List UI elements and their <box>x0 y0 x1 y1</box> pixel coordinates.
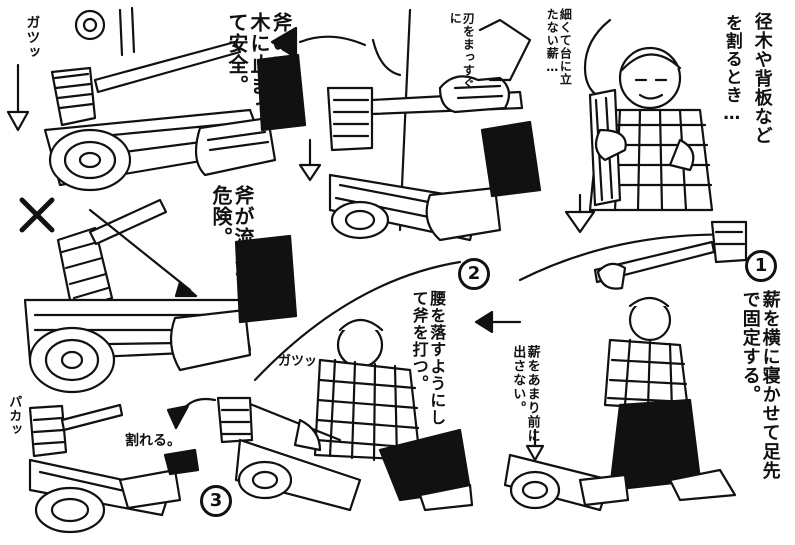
step2-caption: 腰を落すようにして斧を打つ。 <box>409 290 447 426</box>
correct-caption: 斧の刃が台木に止まって安全。 <box>225 12 293 117</box>
wrong-panel-art <box>19 197 298 394</box>
step1-number: 1 <box>745 250 777 282</box>
step3-sfx: パカッ <box>6 395 22 437</box>
intro-sub-text: を割るとき… <box>721 14 742 125</box>
step1-caption: 薪を横に寝かせて足先で固定する。 <box>739 290 781 480</box>
step2-number: 2 <box>458 258 490 290</box>
step3-number: 3 <box>200 485 232 517</box>
intro-bubble-text: 細くて台に立たない薪… <box>545 8 573 86</box>
wrong-cross-icon <box>19 197 55 233</box>
correct-circle-icon <box>74 9 106 41</box>
step3-panel-art <box>28 403 200 534</box>
step3-caption: 割れる。 <box>125 433 181 449</box>
intro-main-text: 径木や背板など <box>751 12 773 145</box>
intro-panel-art <box>564 18 714 234</box>
step2-note: 薪をあまり前に出さない。 <box>510 345 540 443</box>
step1-panel-art <box>503 220 748 512</box>
step2-sfx: ガツッ <box>278 354 318 369</box>
edge-note: 刃をまっすぐに <box>448 12 476 90</box>
edge-panel-art <box>298 8 542 242</box>
wrong-caption: 斧が流れて危険。 <box>209 185 255 290</box>
correct-panel-art <box>6 6 367 192</box>
correct-sfx: ガツッ <box>24 15 41 60</box>
step2-panel-art <box>166 260 522 512</box>
